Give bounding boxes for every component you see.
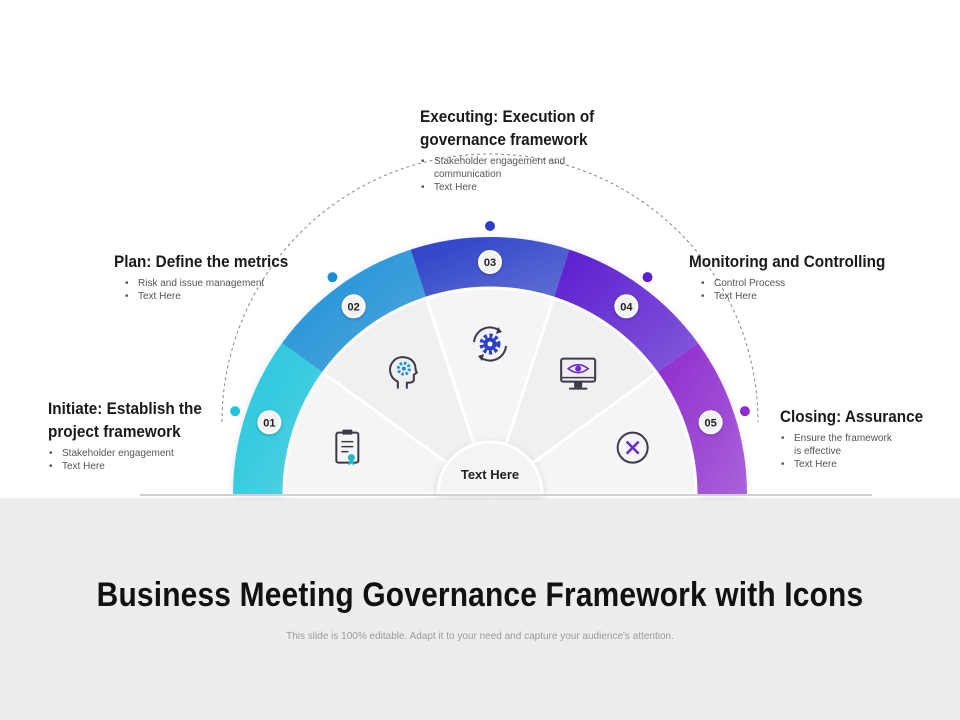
step-4-bullet: Text Here: [700, 290, 919, 303]
step-number: 03: [484, 257, 496, 269]
badge-circle: [614, 294, 639, 319]
center-label: Text Here: [461, 467, 519, 482]
step-5-bullets: Ensure the framework is effective Text H…: [780, 432, 895, 471]
step-1-bullet: Text Here: [48, 460, 233, 473]
badge-circle: [257, 410, 282, 435]
step-2-bullet: Risk and issue management: [124, 277, 324, 290]
step-number: 01: [263, 417, 275, 429]
step-3-bullets: Stakeholder engagement and communication…: [420, 155, 570, 194]
inner-segment-2: [321, 296, 493, 498]
step-5-bullet: Ensure the framework is effective: [780, 432, 895, 458]
step-badge-3: 03: [478, 250, 502, 274]
step-badge-1: 01: [257, 410, 282, 435]
footer-band: [0, 498, 960, 720]
step-icons: [335, 326, 649, 466]
step-3-title: Executing: Execution of governance frame…: [420, 107, 595, 149]
step-number: 02: [348, 301, 360, 313]
step-4-title: Monitoring and Controlling: [689, 252, 886, 271]
center-hub-shape: [436, 440, 544, 496]
step-1-title: Initiate: Establish the project framewor…: [48, 399, 202, 441]
arc-dot-1: [230, 406, 241, 417]
step-1-bullet: Stakeholder engagement: [48, 447, 233, 460]
badge-circle: [478, 250, 502, 274]
step-2-title: Plan: Define the metrics: [114, 252, 289, 271]
arc-dot-2: [327, 272, 338, 283]
page-title: Business Meeting Governance Framework wi…: [96, 576, 864, 614]
arc-dot-5: [739, 406, 750, 417]
step-2-text: Plan: Define the metrics Risk and issue …: [114, 250, 324, 303]
gear-cycle-icon: [473, 326, 507, 362]
step-1-text: Initiate: Establish the project framewor…: [48, 397, 233, 473]
inner-segment-3: [424, 286, 556, 499]
arc-dots: [230, 221, 750, 417]
step-badge-4: 04: [614, 294, 639, 319]
step-4-bullets: Control Process Text Here: [700, 277, 919, 303]
step-5-text: Closing: Assurance Ensure the framework …: [780, 405, 950, 471]
step-5-bullet: Text Here: [780, 458, 895, 471]
inner-segment-1: [282, 370, 495, 496]
page-subtitle: This slide is 100% editable. Adapt it to…: [286, 631, 674, 642]
head-gear-icon: [389, 356, 418, 389]
step-4-bullet: Control Process: [700, 277, 919, 290]
step-3-bullet: Text Here: [420, 181, 570, 194]
step-4-text: Monitoring and Controlling Control Proce…: [689, 250, 919, 303]
inner-segment-5: [485, 370, 698, 496]
step-badge-2: 02: [341, 294, 366, 319]
badge-circle: [698, 410, 723, 435]
step-1-bullets: Stakeholder engagement Text Here: [48, 447, 233, 473]
monitor-eye-icon: [560, 357, 597, 390]
step-number: 05: [705, 417, 717, 429]
step-3-text: Executing: Execution of governance frame…: [420, 105, 620, 194]
step-badge-5: 05: [698, 410, 723, 435]
step-2-bullets: Risk and issue management Text Here: [124, 277, 324, 303]
arc-dot-4: [642, 272, 653, 283]
close-circle-icon: [616, 431, 649, 464]
step-2-bullet: Text Here: [124, 290, 324, 303]
inner-segments: [282, 286, 698, 499]
clipboard-certificate-icon: [335, 429, 360, 466]
step-number: 04: [620, 301, 633, 313]
step-3-bullet: Stakeholder engagement and communication: [420, 155, 570, 181]
center-hub: Text Here: [436, 440, 544, 496]
inner-segment-4: [487, 296, 659, 498]
step-badges: 01 02 03 04 05: [257, 250, 723, 435]
arc-dot-3: [485, 221, 495, 231]
badge-circle: [341, 294, 366, 319]
step-5-title: Closing: Assurance: [780, 407, 924, 426]
